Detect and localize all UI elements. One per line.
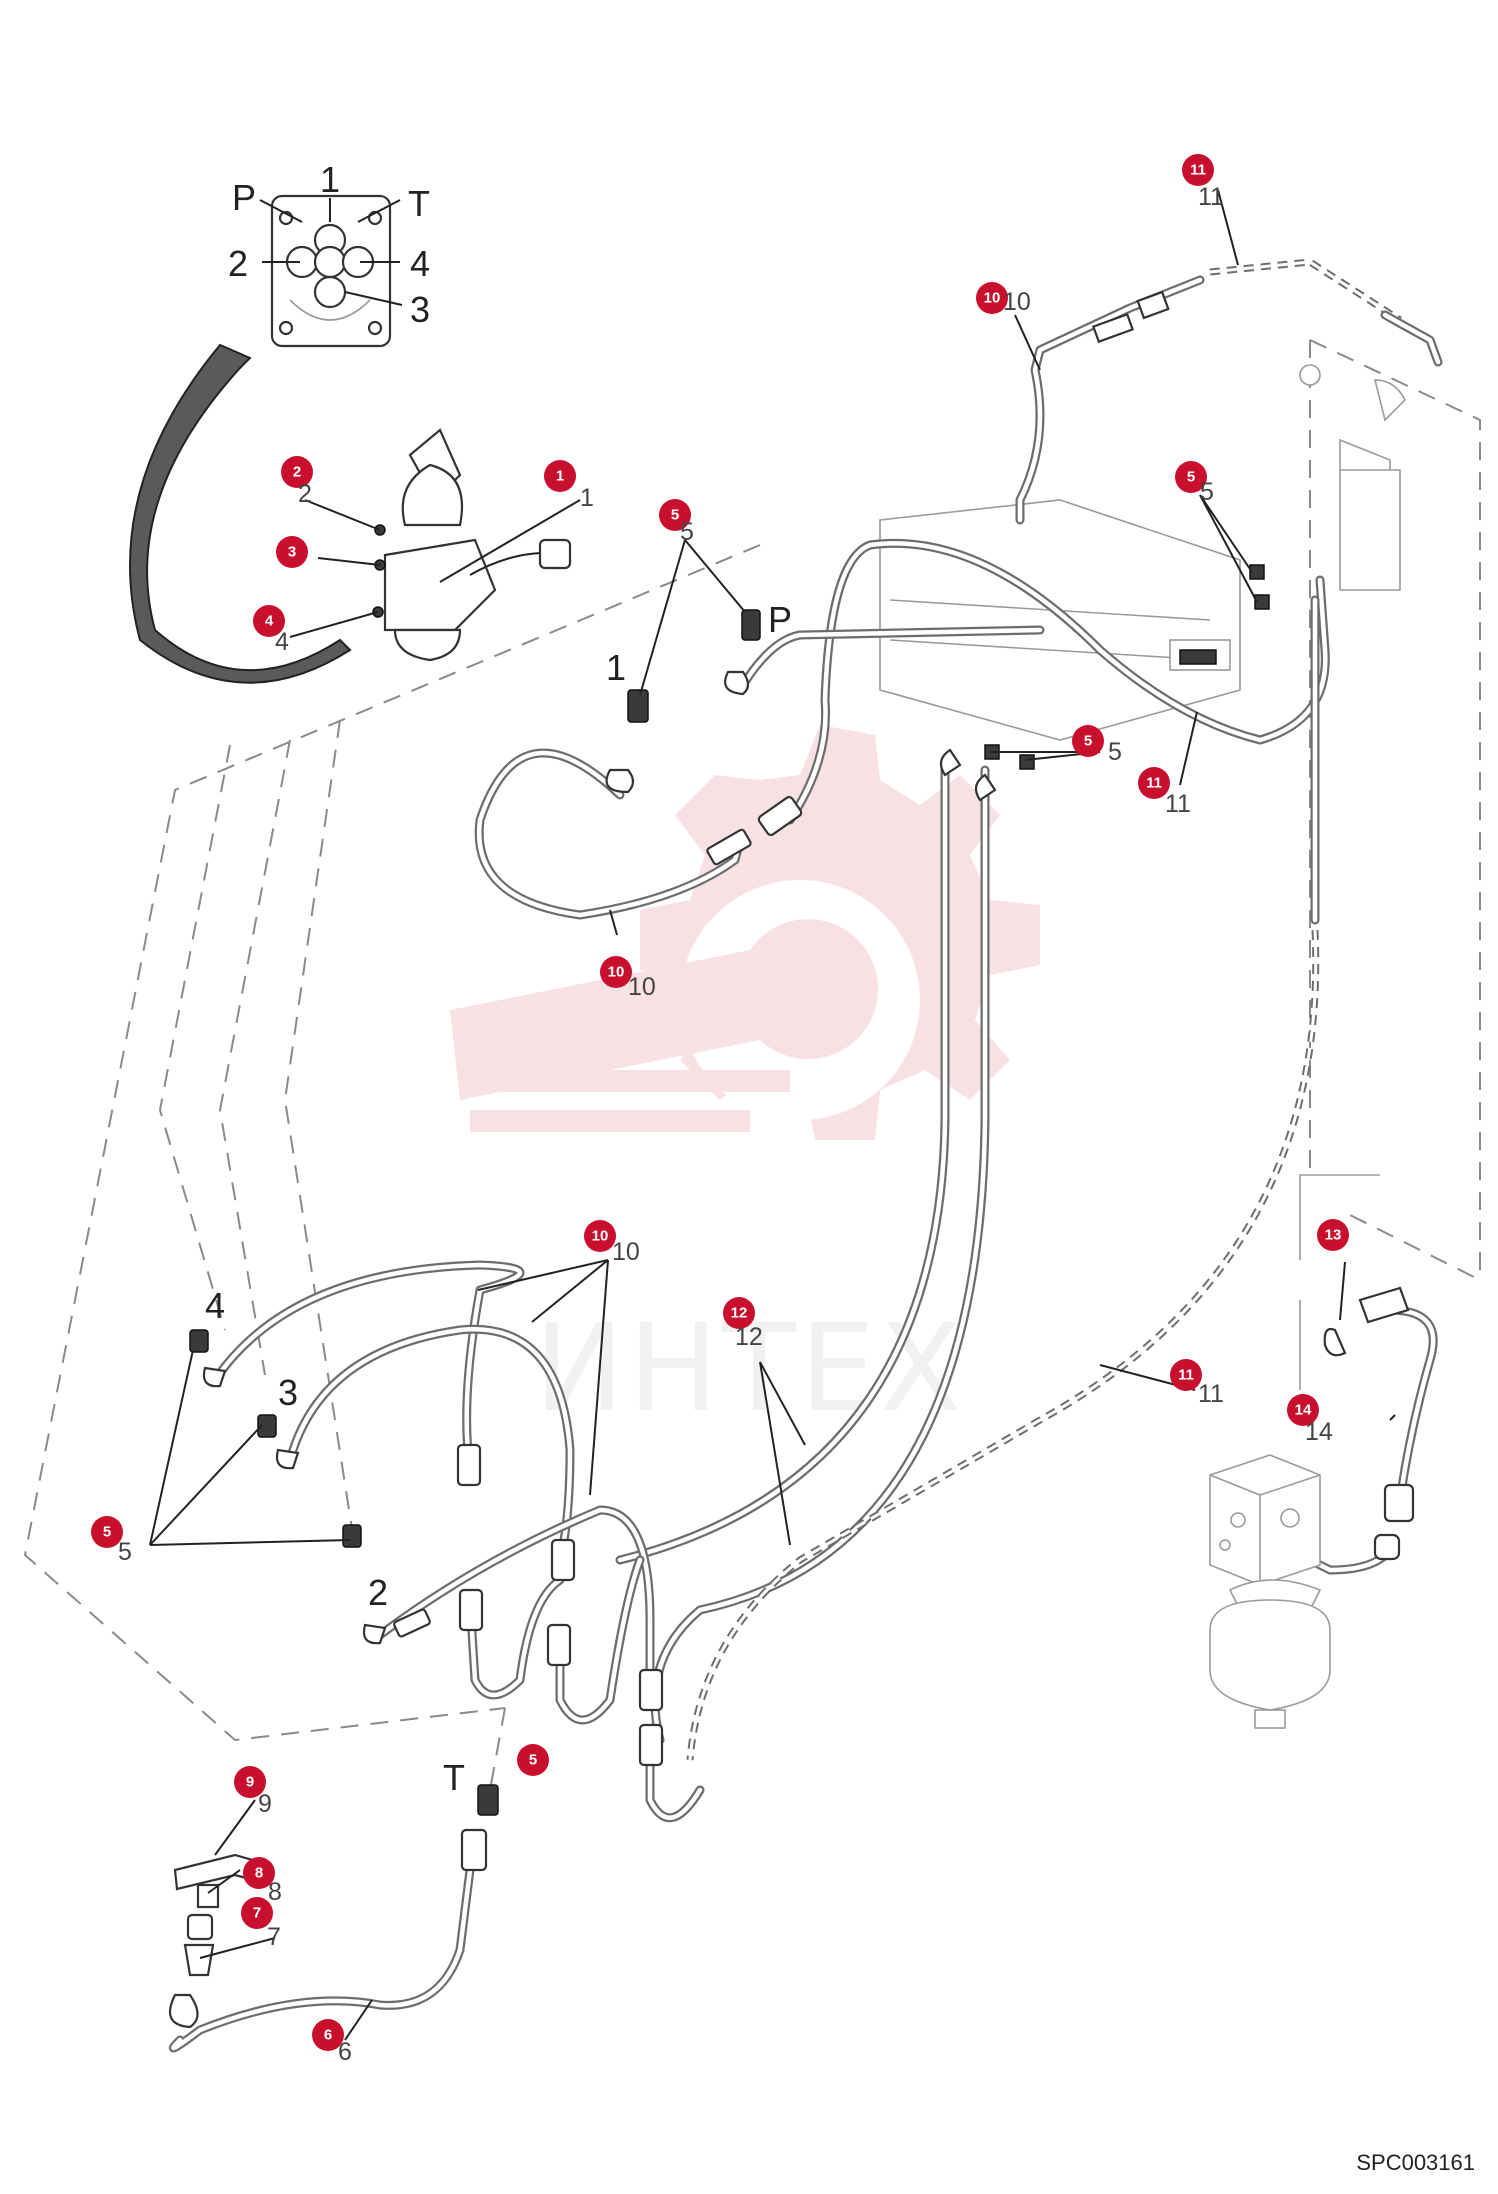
callout-number: 12 xyxy=(735,1323,763,1351)
svg-text:5: 5 xyxy=(103,1524,111,1541)
joystick-port-3: 3 xyxy=(278,1372,298,1413)
callout-number: 5 xyxy=(1200,478,1214,506)
svg-text:2: 2 xyxy=(293,464,301,481)
callout-2: 2 2 xyxy=(281,456,313,508)
svg-text:10: 10 xyxy=(592,1228,609,1245)
svg-text:14: 14 xyxy=(1295,1402,1312,1419)
callout-1: 1 1 xyxy=(544,460,594,512)
svg-text:8: 8 xyxy=(255,1865,263,1882)
callout-6: 6 6 xyxy=(312,2019,352,2066)
svg-text:11: 11 xyxy=(1146,775,1162,792)
svg-text:11: 11 xyxy=(1178,1367,1194,1384)
svg-text:1: 1 xyxy=(556,468,564,485)
svg-text:4: 4 xyxy=(265,613,274,630)
callout-number: 11 xyxy=(1198,183,1224,211)
inset-arrow xyxy=(129,343,352,684)
callouts: 11 11 10 10 2 2 1 1 3 4 4 5 xyxy=(91,154,1349,2066)
svg-text:10: 10 xyxy=(984,290,1001,307)
callout-5: 5 xyxy=(517,1744,549,1776)
callout-10: 10 10 xyxy=(600,956,656,1001)
inset-port-T: T xyxy=(408,183,430,224)
callout-10: 10 10 xyxy=(584,1220,640,1266)
joystick-port-4: 4 xyxy=(205,1285,225,1326)
svg-text:5: 5 xyxy=(1187,469,1195,486)
callout-4: 4 4 xyxy=(253,605,289,656)
callout-3: 3 xyxy=(276,536,308,568)
joystick-assembly xyxy=(372,428,572,662)
callout-number: 6 xyxy=(338,2038,352,2066)
inset-port-1: 1 xyxy=(320,159,340,200)
inset-port-3: 3 xyxy=(410,289,430,330)
callout-8: 8 8 xyxy=(243,1857,282,1906)
svg-text:13: 13 xyxy=(1325,1227,1342,1244)
callout-number: 7 xyxy=(267,1923,281,1951)
callout-number: 14 xyxy=(1305,1418,1333,1446)
leader-lines xyxy=(149,189,1396,2041)
inset-port-P: P xyxy=(232,177,256,218)
svg-text:3: 3 xyxy=(288,544,296,561)
callout-number: 5 xyxy=(118,1538,132,1566)
callout-9: 9 9 xyxy=(234,1766,272,1818)
callout-11: 11 11 xyxy=(1138,767,1191,818)
callout-number: 8 xyxy=(268,1878,282,1906)
svg-text:11: 11 xyxy=(1190,162,1206,179)
accumulator-block xyxy=(1209,1174,1380,1729)
mounting-outline xyxy=(23,339,1481,1791)
callout-11: 11 11 xyxy=(1182,154,1224,211)
callout-number: 5 xyxy=(1108,738,1122,766)
callout-number: 2 xyxy=(298,480,312,508)
callout-number: 4 xyxy=(275,628,289,656)
callout-number: 1 xyxy=(580,484,594,512)
svg-text:12: 12 xyxy=(731,1305,748,1322)
callout-11: 11 11 xyxy=(1170,1359,1224,1408)
svg-text:5: 5 xyxy=(671,507,679,524)
hose-lines xyxy=(168,258,1443,2053)
callout-5: 5 5 xyxy=(91,1516,132,1566)
svg-text:10: 10 xyxy=(608,964,625,981)
valve-port-P: P xyxy=(768,599,792,640)
tank-port-T: T xyxy=(443,1757,465,1798)
svg-text:7: 7 xyxy=(253,1905,261,1922)
callout-number: 10 xyxy=(612,1238,640,1266)
valve-port-1: 1 xyxy=(606,647,626,688)
svg-text:9: 9 xyxy=(246,1774,254,1791)
watermark-wrench-icon xyxy=(450,919,879,1100)
joystick-port-2: 2 xyxy=(368,1572,388,1613)
callout-number: 11 xyxy=(1198,1380,1224,1408)
callout-5: 5 5 xyxy=(1175,461,1214,506)
document-code: SPC003161 xyxy=(1356,2150,1475,2175)
callout-5: 5 5 xyxy=(1072,725,1122,766)
callout-10: 10 10 xyxy=(976,282,1031,316)
callout-number: 11 xyxy=(1165,790,1191,818)
callout-5: 5 5 xyxy=(659,499,694,546)
callout-number: 10 xyxy=(628,973,656,1001)
svg-text:5: 5 xyxy=(529,1752,537,1769)
callout-12: 12 12 xyxy=(723,1297,763,1351)
fittings xyxy=(168,290,1415,2029)
svg-text:6: 6 xyxy=(324,2027,332,2044)
callout-number: 10 xyxy=(1003,288,1031,316)
callout-14: 14 14 xyxy=(1287,1394,1333,1446)
svg-text:5: 5 xyxy=(1084,733,1092,750)
callout-13: 13 xyxy=(1317,1219,1349,1251)
callout-number: 5 xyxy=(680,518,694,546)
inset-port-2: 2 xyxy=(228,243,248,284)
inset-port-4: 4 xyxy=(410,243,430,284)
callout-7: 7 7 xyxy=(241,1897,281,1951)
joystick-port-inset: P 1 T 2 4 3 xyxy=(228,159,430,348)
callout-number: 9 xyxy=(258,1790,272,1818)
